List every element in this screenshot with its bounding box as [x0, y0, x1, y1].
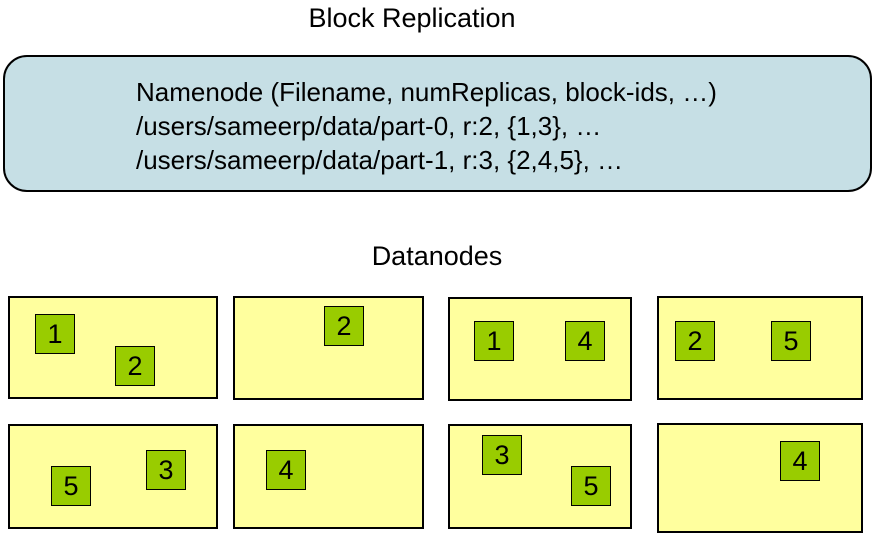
- block-4: 4: [780, 441, 820, 481]
- diagram-title: Block Replication: [308, 3, 516, 33]
- namenode-box: Namenode (Filename, numReplicas, block-i…: [3, 55, 872, 192]
- namenode-file-entry-part0: /users/sameerp/data/part-0, r:2, {1,3}, …: [136, 111, 602, 141]
- block-2: 2: [324, 306, 364, 346]
- block-5: 5: [51, 466, 91, 506]
- block-3: 3: [482, 435, 522, 475]
- block-4: 4: [266, 450, 306, 490]
- block-5: 5: [771, 321, 811, 361]
- block-4: 4: [565, 321, 605, 361]
- datanodes-heading: Datanodes: [371, 241, 503, 271]
- namenode-file-entry-part1: /users/sameerp/data/part-1, r:3, {2,4,5}…: [136, 145, 624, 175]
- datanode-box-6: 4: [233, 424, 424, 529]
- namenode-header-line: Namenode (Filename, numReplicas, block-i…: [136, 77, 717, 107]
- block-1: 1: [474, 321, 514, 361]
- block-1: 1: [35, 314, 75, 354]
- block-3: 3: [146, 450, 186, 490]
- datanode-box-8: 4: [657, 423, 863, 533]
- block-2: 2: [115, 346, 155, 386]
- datanode-box-2: 2: [233, 296, 424, 400]
- block-5: 5: [571, 466, 611, 506]
- namenode-text: Namenode (Filename, numReplicas, block-i…: [136, 75, 717, 177]
- block-2: 2: [675, 321, 715, 361]
